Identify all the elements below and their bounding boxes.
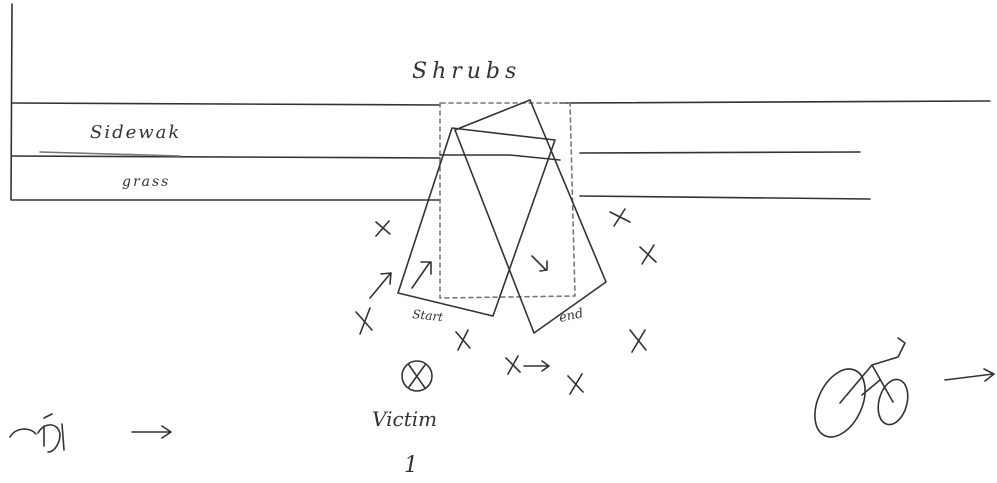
start-arrow xyxy=(412,262,431,288)
start-label: Start xyxy=(412,307,444,324)
pedestrian-direction-arrow xyxy=(132,426,171,438)
inner-box xyxy=(440,155,560,160)
approach-arrow xyxy=(370,273,391,298)
sidewalk-extra-stroke xyxy=(40,152,180,156)
x-mark xyxy=(568,374,583,394)
x-mark xyxy=(456,330,470,350)
pedestrian-icon xyxy=(10,414,64,452)
grass-label: grass xyxy=(122,174,170,190)
x-mark xyxy=(610,209,630,226)
x-mark xyxy=(630,330,646,352)
victim-marker-x xyxy=(409,365,425,388)
sidewalk-bottom-line-left xyxy=(12,156,440,158)
sidewalk-bottom-line-right xyxy=(580,152,860,153)
x-mark xyxy=(640,245,656,264)
bicycle-icon xyxy=(805,338,913,445)
end-arrow xyxy=(532,256,547,271)
victim-label: Victim xyxy=(372,407,437,431)
x-mark xyxy=(506,356,520,374)
victim-number-label: 1 xyxy=(404,453,418,478)
sidewalk-label: Sidewak xyxy=(90,122,181,143)
shrubs-label: Shrubs xyxy=(412,59,521,84)
x-mark xyxy=(356,308,372,334)
left-border-line xyxy=(11,4,12,200)
sidewalk-top-line-right xyxy=(560,101,990,103)
start-position-rectangle xyxy=(398,128,555,316)
x-mark xyxy=(376,221,390,236)
sidewalk-top-line-left xyxy=(12,103,440,105)
end-label: end xyxy=(558,306,585,326)
shrub-area-dashed-box xyxy=(440,103,575,298)
bicycle-direction-arrow xyxy=(945,369,994,381)
x-mark-arrow xyxy=(524,361,549,371)
grass-bottom-line-right xyxy=(580,196,870,199)
